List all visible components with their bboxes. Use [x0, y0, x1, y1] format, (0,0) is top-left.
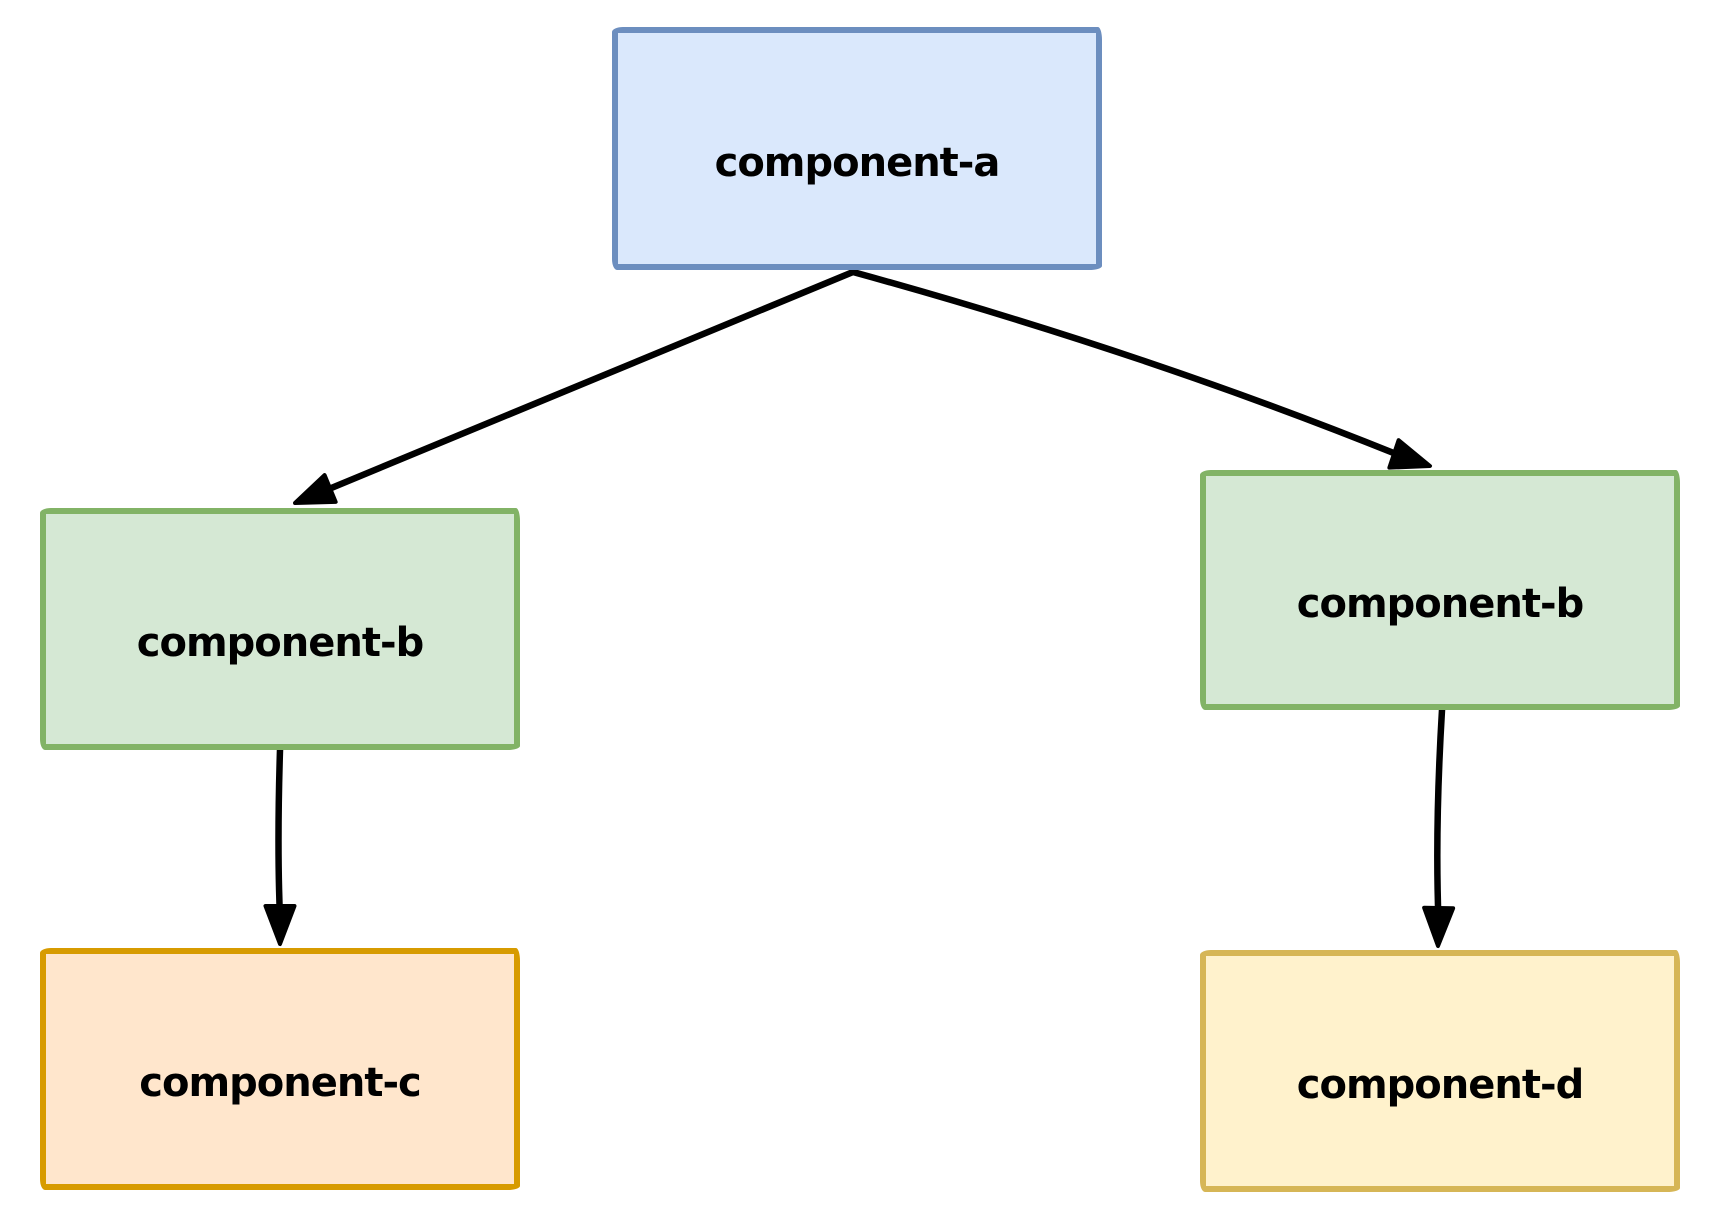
edge-line — [316, 268, 857, 497]
node-component-b-right[interactable]: component-b — [1200, 470, 1680, 710]
arrowhead-icon — [293, 473, 338, 505]
edge-a-to-b-right[interactable] — [849, 268, 1432, 470]
node-label: component-c — [139, 1060, 421, 1106]
edge-a-to-b-left[interactable] — [293, 268, 857, 505]
edge-line — [1434, 706, 1446, 923]
arrowhead-icon — [1422, 905, 1456, 948]
arrowhead-icon — [263, 904, 297, 946]
edge-b-right-to-d[interactable] — [1422, 706, 1456, 948]
edge-line — [275, 746, 284, 921]
node-label: component-d — [1296, 1062, 1584, 1108]
node-component-a[interactable]: component-a — [612, 27, 1102, 270]
node-label: component-a — [714, 139, 1001, 186]
arrowhead-icon — [1387, 438, 1432, 470]
node-label: component-b — [1296, 581, 1584, 627]
edge-line — [849, 268, 1409, 461]
edge-b-left-to-c[interactable] — [263, 746, 297, 946]
node-component-b-left[interactable]: component-b — [40, 508, 520, 750]
node-component-d[interactable]: component-d — [1200, 950, 1680, 1192]
node-label: component-b — [136, 620, 424, 666]
node-component-c[interactable]: component-c — [40, 948, 520, 1190]
